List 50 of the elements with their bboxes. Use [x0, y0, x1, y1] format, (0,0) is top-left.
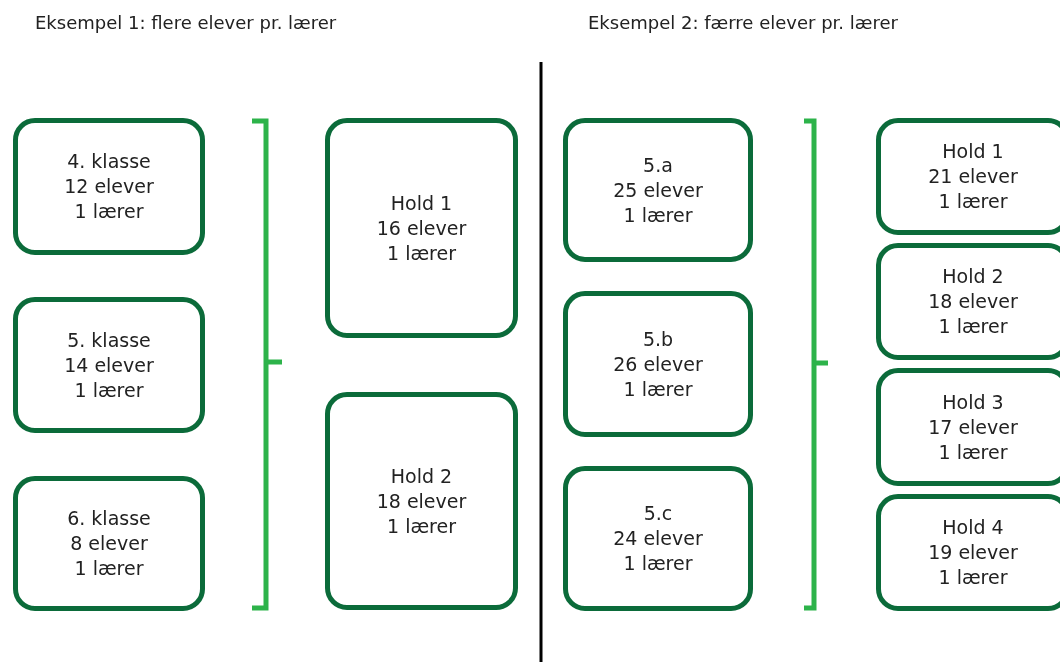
- box-text: 12 elever: [64, 174, 154, 199]
- box-text: 1 lærer: [74, 556, 144, 581]
- box-text: 1 lærer: [387, 240, 456, 266]
- box-text: 1 lærer: [623, 551, 693, 576]
- box-text: 5.b: [642, 326, 674, 352]
- box-text: 24 elever: [613, 526, 703, 551]
- box-text: 26 elever: [613, 351, 703, 377]
- box-text: 5.a: [643, 152, 673, 178]
- group-box: [13, 476, 205, 611]
- group-box: [876, 118, 1060, 235]
- box-text: 1 lærer: [938, 565, 1008, 590]
- box-text: 4. klasse: [67, 149, 151, 174]
- box-text: 1 lærer: [623, 202, 693, 228]
- example-heading: Eksempel 2: færre elever pr. lærer: [588, 12, 898, 33]
- box-text: 18 elever: [928, 289, 1018, 314]
- box-text: 25 elever: [613, 177, 703, 203]
- box-text: 5.c: [643, 501, 673, 526]
- group-box: [563, 291, 753, 437]
- group-box: [13, 297, 205, 433]
- box-text: 6. klasse: [67, 506, 151, 531]
- box-text: 14 elever: [64, 352, 154, 378]
- box-text: 1 lærer: [938, 439, 1008, 465]
- box-text: 16 elever: [376, 215, 467, 241]
- box-text: 5. klasse: [67, 327, 151, 353]
- box-text: Hold 4: [942, 515, 1004, 540]
- box-text: Hold 2: [942, 264, 1004, 289]
- box-text: 1 lærer: [938, 314, 1008, 339]
- box-text: 1 lærer: [74, 199, 144, 224]
- box-text: 21 elever: [928, 164, 1018, 189]
- box-text: 18 elever: [376, 488, 467, 514]
- box-text: Hold 3: [942, 389, 1004, 415]
- group-box: [13, 118, 205, 255]
- box-text: 19 elever: [928, 540, 1018, 565]
- box-text: 1 lærer: [938, 189, 1008, 214]
- group-box: [563, 118, 753, 262]
- group-box: [876, 494, 1060, 611]
- group-box: [876, 243, 1060, 360]
- example-heading: Eksempel 1: flere elever pr. lærer: [35, 12, 337, 33]
- group-box: [563, 466, 753, 611]
- box-text: 1 lærer: [74, 377, 144, 403]
- box-text: Hold 2: [390, 463, 453, 489]
- group-box: [325, 392, 518, 610]
- box-text: 1 lærer: [387, 513, 456, 539]
- box-text: Hold 1: [390, 190, 453, 216]
- box-text: Hold 1: [942, 139, 1004, 164]
- box-text: 8 elever: [70, 531, 148, 556]
- group-box: [876, 368, 1060, 486]
- group-box: [325, 118, 518, 338]
- box-text: 17 elever: [928, 414, 1018, 440]
- box-text: 1 lærer: [623, 376, 693, 402]
